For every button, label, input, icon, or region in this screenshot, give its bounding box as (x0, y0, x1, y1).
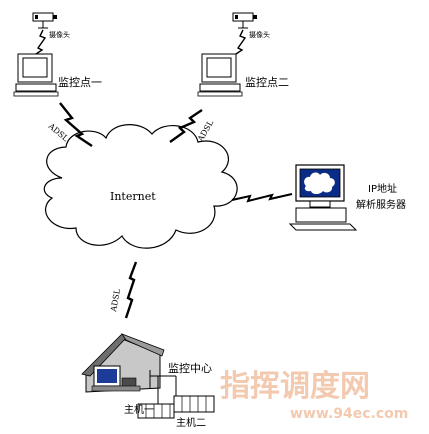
camera-label: 摄像头 (49, 30, 70, 39)
dns-server-label-line2: 解析服务器 (356, 198, 406, 211)
building-icon (81, 333, 177, 404)
host-2-label: 主机二 (176, 416, 206, 429)
monitor-point-1: 摄像头 监控点一 (13, 12, 102, 97)
dvr-icon (137, 403, 175, 419)
adsl-link-3: ADSL (109, 261, 138, 319)
monitor-center: 监控中心 (81, 333, 212, 404)
dvr-icon (173, 395, 215, 413)
watermark: 指挥调度网 www.94ec.com (220, 369, 408, 422)
camera-icon (32, 12, 57, 29)
lightning-icon (59, 102, 93, 147)
lightning-icon (124, 261, 138, 319)
internet-label: Internet (110, 190, 156, 203)
host-1-label: 主机一 (124, 403, 154, 416)
lightning-icon (169, 109, 203, 143)
monitor-center-label: 监控中心 (168, 361, 212, 375)
monitor-point-2-label: 监控点二 (245, 75, 289, 89)
watermark-text: 指挥调度网 (220, 369, 370, 404)
computer-icon (197, 53, 243, 97)
computer-icon (13, 53, 59, 97)
dns-server-label-line1: IP地址 (368, 182, 397, 195)
host-2: 主机二 (173, 395, 215, 429)
adsl-label: ADSL (46, 121, 71, 144)
wireless-link-icon (32, 29, 47, 57)
monitor-point-2: 摄像头 监控点二 (197, 12, 289, 97)
wireless-link-icon (232, 29, 247, 57)
camera-icon (232, 12, 257, 29)
watermark-url: www.94ec.com (290, 406, 408, 422)
monitor-point-1-label: 监控点一 (58, 75, 102, 89)
internet-cloud: Internet (43, 124, 238, 249)
lightning-icon (231, 193, 293, 203)
adsl-label: ADSL (195, 118, 215, 144)
dns-server: IP地址 解析服务器 (288, 164, 406, 231)
camera-label: 摄像头 (249, 30, 270, 39)
host-1: 主机一 (124, 403, 175, 419)
adsl-label: ADSL (109, 287, 122, 313)
